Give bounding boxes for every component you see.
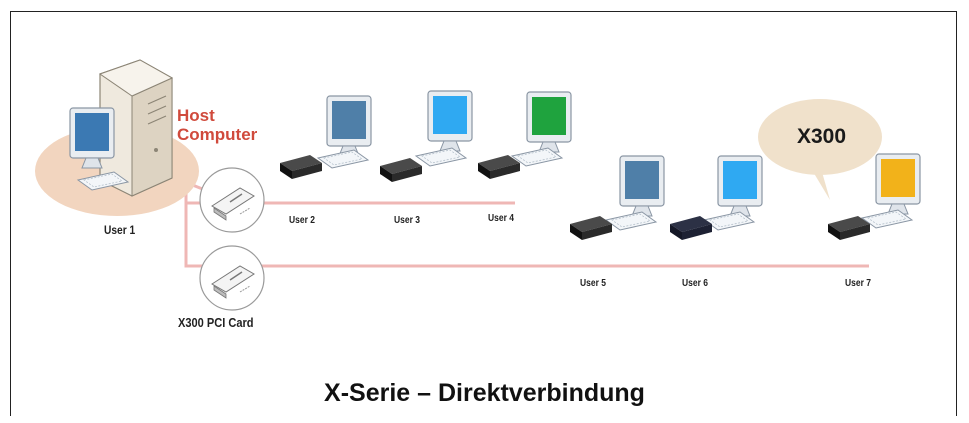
pci-card-icon [199, 245, 265, 311]
host-computer-icon [98, 59, 174, 197]
pci-card-label: X300 PCI Card [178, 315, 254, 330]
user-label-4: User 4 [488, 213, 514, 224]
diagram-frame [10, 11, 957, 416]
workstation-user-4 [478, 91, 572, 179]
speech-bubble [758, 99, 882, 200]
workstation-user-5 [570, 155, 665, 240]
user-label-2: User 2 [289, 215, 315, 226]
workstation-user-6 [670, 155, 763, 240]
host-label-line-2: Computer [177, 125, 258, 144]
host-label-line-1: Host [177, 106, 215, 125]
user-label-1: User 1 [104, 223, 136, 237]
pci-card-icon [199, 167, 265, 233]
host-computer-label: Host Computer [177, 106, 257, 144]
user-label-3: User 3 [394, 215, 420, 226]
diagram-caption: X-Serie – Direktverbindung [324, 379, 645, 407]
user-label-5: User 5 [580, 278, 606, 289]
workstation-user-3 [380, 90, 473, 182]
user-label-7: User 7 [845, 278, 871, 289]
bubble-label: X300 [797, 125, 847, 148]
user-label-6: User 6 [682, 278, 708, 289]
workstation-user-2 [280, 95, 372, 179]
